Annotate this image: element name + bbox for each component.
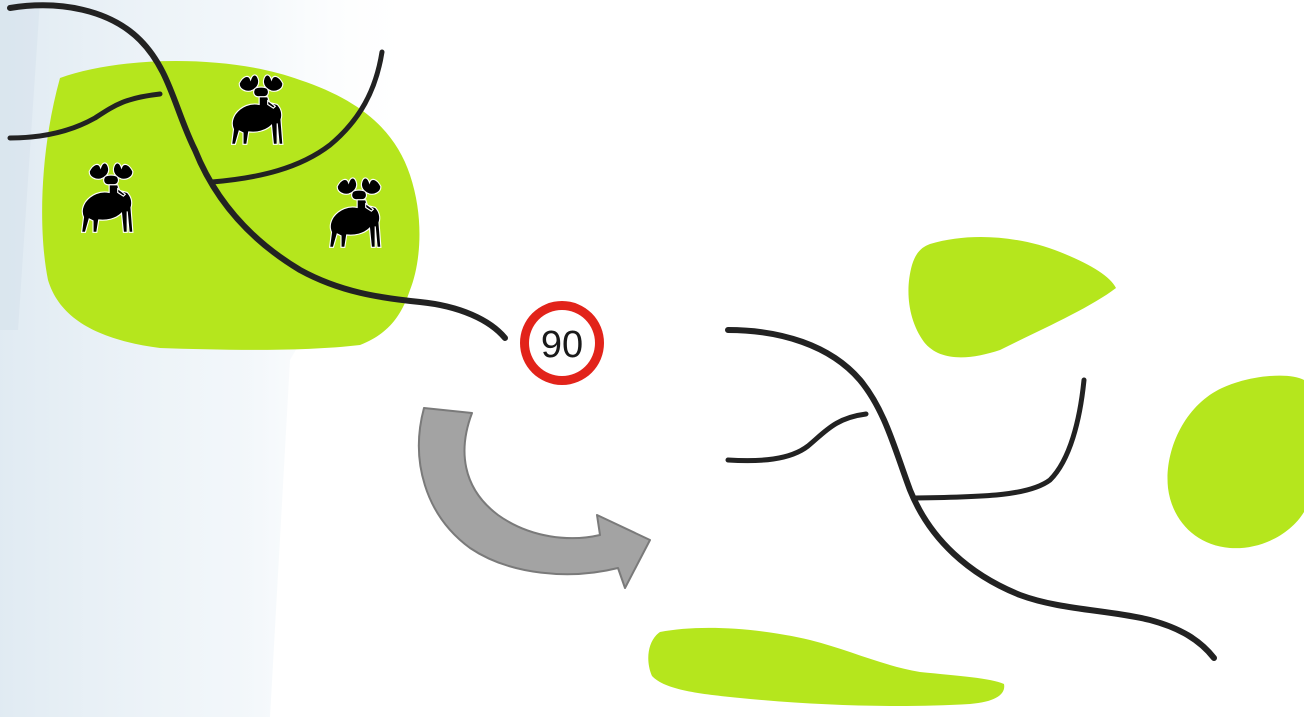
road-west-branch-after xyxy=(728,414,866,461)
speed-limit-sign: 90 xyxy=(520,301,604,385)
forest-fragment-bottom xyxy=(648,628,1004,706)
road-network-after xyxy=(728,330,1214,658)
forest-fragment-right xyxy=(1168,376,1304,549)
curved-arrow-icon xyxy=(419,408,650,588)
road-east-branch-after xyxy=(915,380,1084,498)
road-main-after xyxy=(728,330,1214,658)
speed-limit-value: 90 xyxy=(541,324,583,366)
forest-fragment-top xyxy=(908,237,1116,357)
